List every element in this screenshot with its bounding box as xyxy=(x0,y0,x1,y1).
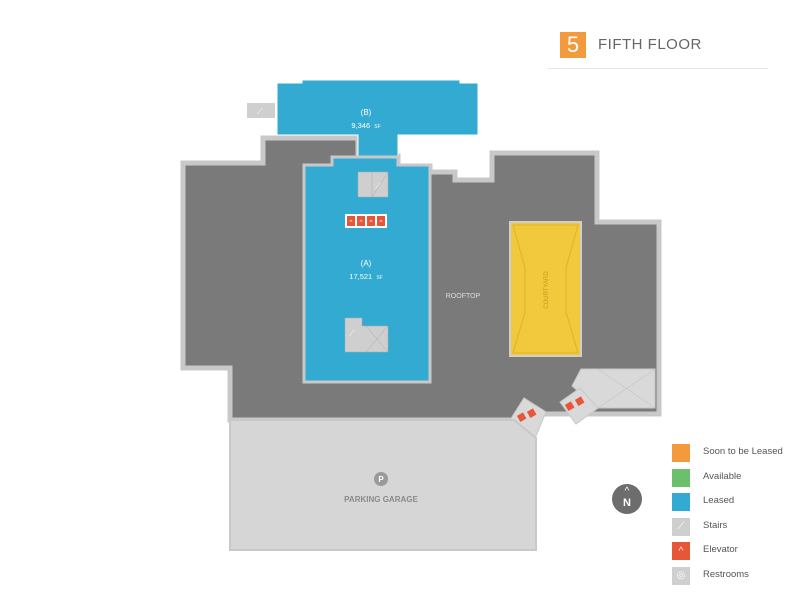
core-cross xyxy=(371,171,389,198)
header-divider xyxy=(548,68,768,69)
leased-swatch xyxy=(672,493,690,511)
annex-line xyxy=(597,368,656,409)
elevator-arrow: ^ xyxy=(360,220,363,226)
stairs-icon: ⟋ xyxy=(672,517,690,536)
elevator-icon xyxy=(367,216,375,226)
parking-symbol: P xyxy=(378,475,384,484)
floor-number-badge: 5 xyxy=(560,32,586,58)
elevator-pod-right xyxy=(559,387,599,425)
elevator-icon xyxy=(526,408,537,418)
floor-header: 5 FIFTH FLOOR xyxy=(548,32,768,70)
legend-item-restrooms: ◎ Restrooms xyxy=(672,566,800,591)
elevator-icon xyxy=(574,396,585,406)
elevator-arrow: ^ xyxy=(350,220,353,226)
suite-b-size: 9,346 SF xyxy=(351,121,380,130)
suite-b-size-unit: SF xyxy=(374,124,380,130)
stairs-block-b xyxy=(247,103,275,118)
soon-to-be-leased-swatch xyxy=(672,444,690,462)
courtyard-line xyxy=(512,224,526,269)
suite-b-label: (B) xyxy=(361,108,372,117)
courtyard-label: COURTYARD xyxy=(544,271,550,309)
legend-item-stairs: ⟋ Stairs xyxy=(672,517,800,542)
legend-label: Soon to be Leased xyxy=(703,446,783,457)
map-legend: Soon to be Leased Available Leased ⟋ Sta… xyxy=(672,443,800,590)
stairs-icon: ⟋ xyxy=(257,107,263,116)
suite-b-leased[interactable] xyxy=(276,79,479,158)
stairs-icon: ⟋ xyxy=(375,182,381,191)
legend-label: Leased xyxy=(703,495,735,506)
suite-a-size-value: 17,521 xyxy=(349,272,372,281)
elevator-icon xyxy=(377,216,385,226)
elevator-icon xyxy=(347,216,355,226)
legend-label: Available xyxy=(703,470,742,482)
legend-label: Stairs xyxy=(703,519,728,531)
legend-item-available: Available xyxy=(672,468,800,493)
stairs-icon: ⟋ xyxy=(349,329,355,338)
legend-label: Elevator xyxy=(703,544,738,555)
rooftop-annex xyxy=(571,368,656,409)
legend-item-soon-to-be-leased: Soon to be Leased xyxy=(672,443,800,468)
legend-item-elevator: ^ Elevator xyxy=(672,541,800,566)
available-swatch xyxy=(672,468,690,487)
core-stairs-a-top xyxy=(357,171,389,198)
parking-icon xyxy=(374,472,388,486)
courtyard-line xyxy=(512,311,526,354)
core-cross xyxy=(365,325,389,353)
suite-b-size-value: 9,346 xyxy=(351,121,370,130)
elevator-icon: ^ xyxy=(672,542,690,560)
suite-a-leased[interactable] xyxy=(302,155,432,384)
elevator-icon xyxy=(564,401,575,411)
suite-a-size: 17,521 SF xyxy=(349,272,382,281)
elevator-arrow: ^ xyxy=(380,220,383,226)
rooftop-label: ROOFTOP xyxy=(446,293,481,300)
suite-a-size-unit: SF xyxy=(376,275,382,281)
restroom-icon: ◎ xyxy=(672,566,690,585)
elevator-arrow: ^ xyxy=(370,220,373,226)
suite-a-label: (A) xyxy=(361,259,372,268)
legend-label: Restrooms xyxy=(703,568,749,580)
courtyard-line xyxy=(565,311,579,354)
north-compass-icon: ^ N xyxy=(612,484,642,514)
parking-label: PARKING GARAGE xyxy=(344,495,418,504)
legend-item-leased: Leased xyxy=(672,492,800,517)
elevator-icon xyxy=(357,216,365,226)
elevator-bank-a xyxy=(345,214,387,228)
courtyard-line xyxy=(565,224,579,269)
compass-letter: N xyxy=(623,497,631,509)
compass-arrow: ^ xyxy=(624,486,630,497)
floor-title: FIFTH FLOOR xyxy=(598,36,702,53)
elevator-icon xyxy=(516,412,527,422)
